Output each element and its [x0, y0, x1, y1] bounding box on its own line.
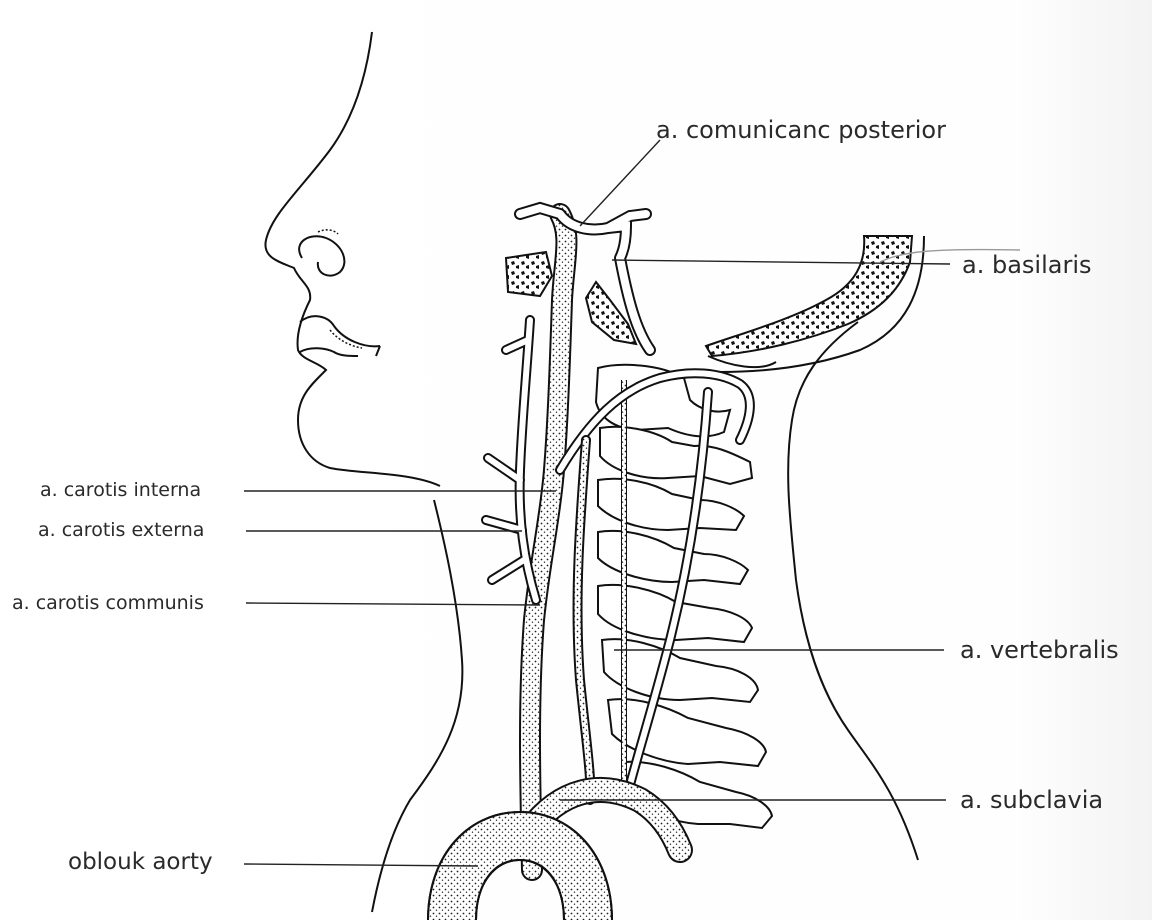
label-comunicans-posterior: a. comunicanc posterior: [656, 118, 946, 142]
label-carotis-communis: a. carotis communis: [12, 594, 204, 613]
label-basilaris: a. basilaris: [962, 253, 1092, 277]
label-carotis-externa: a. carotis externa: [38, 521, 204, 540]
neck-back-outline: [788, 322, 918, 860]
label-oblouk-aorty: oblouk aorty: [68, 851, 213, 874]
bone-fragment-left: [506, 252, 552, 296]
lips-outline: [300, 316, 380, 356]
label-subclavia: a. subclavia: [960, 788, 1103, 812]
label-carotis-interna: a. carotis interna: [40, 481, 201, 500]
leader-carotis-communis: [246, 603, 540, 605]
face-profile-outline: [265, 32, 440, 486]
label-vertebralis: a. vertebralis: [960, 638, 1119, 662]
nostril-outline: [299, 236, 344, 275]
